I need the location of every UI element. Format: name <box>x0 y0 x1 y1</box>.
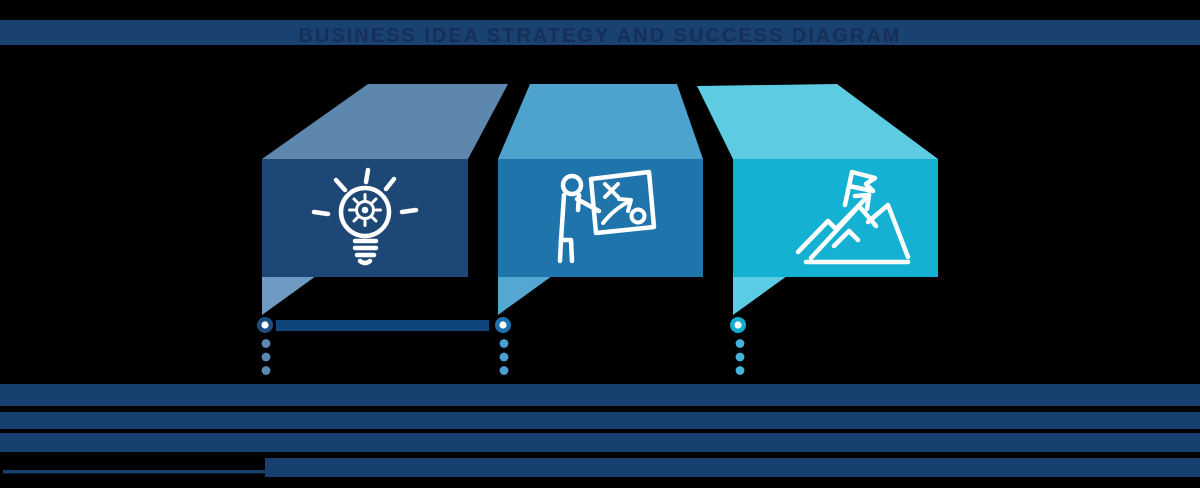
strategy-bullet-dot <box>499 339 509 348</box>
strategy-marker-center <box>499 321 507 329</box>
step-strategy-markers <box>495 317 511 375</box>
page-title: BUSINESS IDEA STRATEGY AND SUCCESS DIAGR… <box>299 25 902 47</box>
step-idea-bubble <box>262 84 508 315</box>
idea-marker-center <box>261 321 269 329</box>
footer-bar-1 <box>0 384 1200 406</box>
step-idea-markers <box>257 317 489 375</box>
success-bubble-front-face <box>733 159 938 277</box>
lightbulb-gear-icon <box>311 167 419 266</box>
idea-title-bar <box>276 320 489 331</box>
strategy-bubble-top-face <box>498 84 703 159</box>
footer-bar-2 <box>0 412 1200 429</box>
success-bullet-dot <box>735 352 745 362</box>
footer-bar-3 <box>0 433 1200 452</box>
strategy-board-icon <box>557 169 657 264</box>
strategy-bubble-tail <box>498 276 552 315</box>
idea-bullet-dot <box>261 366 271 375</box>
idea-bullet-dot <box>261 339 271 348</box>
success-bubble-tail <box>733 276 787 315</box>
mountain-flag-icon <box>795 169 911 265</box>
success-bullet-dot <box>735 339 745 348</box>
success-marker-center <box>734 321 742 329</box>
step-success-markers <box>730 317 746 375</box>
idea-bubble-tail <box>262 276 316 315</box>
idea-bubble-top-face <box>262 84 508 159</box>
strategy-bullet-dot <box>499 366 509 375</box>
strategy-bullet-dot <box>499 352 509 362</box>
success-bullet-dot <box>735 366 745 375</box>
footer-bar-4 <box>265 458 1200 477</box>
title-band <box>0 20 1200 45</box>
step-success-bubble <box>697 84 938 315</box>
footer-left-rule <box>3 470 265 474</box>
success-bubble-top-face <box>697 84 938 159</box>
step-strategy-bubble <box>498 84 703 315</box>
idea-bullet-dot <box>261 352 271 362</box>
footer-bars <box>0 384 1200 477</box>
